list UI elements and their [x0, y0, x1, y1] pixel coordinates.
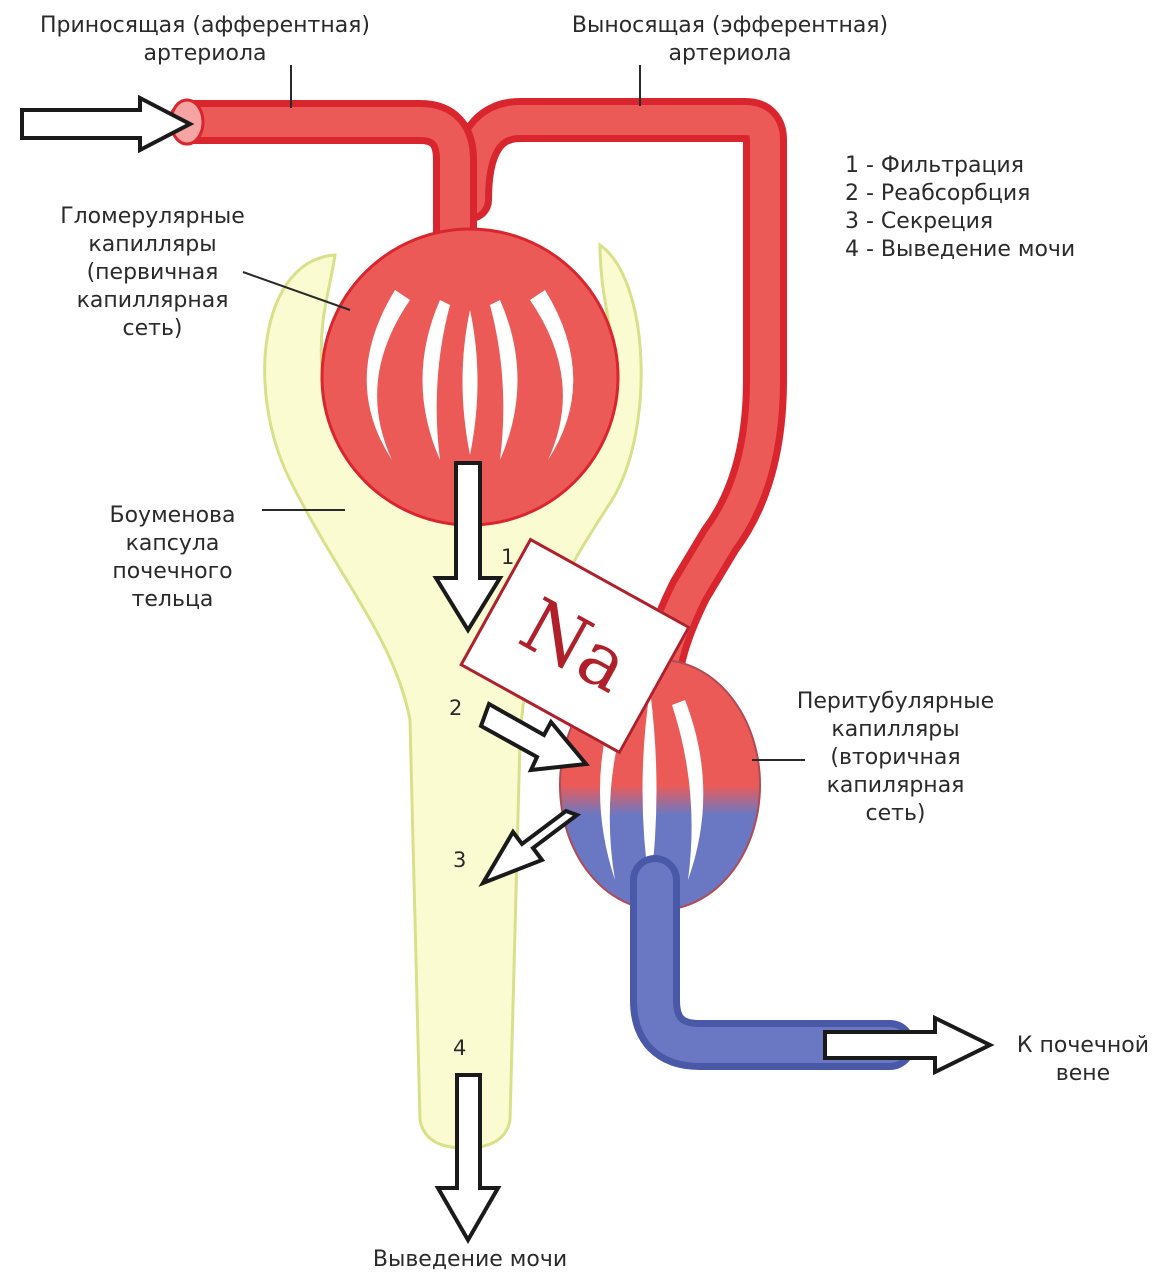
bowman-capsule-label: Боуменова капсула почечного тельца: [80, 502, 265, 614]
step-number-3: 3: [453, 848, 466, 872]
step-number-4: 4: [453, 1036, 466, 1060]
legend-item: 4 - Выведение мочи: [845, 236, 1075, 264]
inflow-arrow: [22, 98, 190, 150]
urine-output-label: Выведение мочи: [330, 1246, 610, 1274]
process-legend: 1 - Фильтрация 2 - Реабсорбция 3 - Секре…: [845, 152, 1075, 264]
renal-vein-label: К почечной вене: [998, 1032, 1167, 1088]
sodium-label: Na: [507, 582, 644, 710]
peritubular-capillaries-label: Перитубулярные капилляры (вторичная капи…: [768, 688, 1023, 828]
legend-item: 1 - Фильтрация: [845, 152, 1075, 180]
legend-item: 3 - Секреция: [845, 208, 1075, 236]
step-number-2: 2: [449, 696, 462, 720]
legend-item: 2 - Реабсорбция: [845, 180, 1075, 208]
afferent-arteriole-label: Приносящая (афферентная) артериола: [5, 12, 405, 68]
efferent-arteriole-label: Выносящая (эфферентная) артериола: [525, 12, 935, 68]
glomerular-capillaries-label: Гломерулярные капилляры (первичная капил…: [40, 203, 265, 343]
step-number-1: 1: [501, 545, 514, 569]
